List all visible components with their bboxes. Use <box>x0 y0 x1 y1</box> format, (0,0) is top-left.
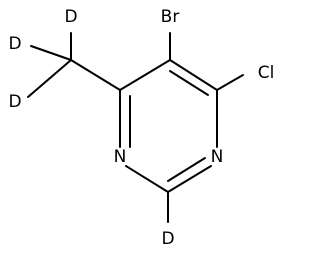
chlorine-label: Cl <box>258 63 275 83</box>
deuterium-methyl-middle-label: D <box>8 34 21 54</box>
bond-n-right-c2 <box>167 165 212 193</box>
chemical-structure: Br Cl N N D D D D <box>8 7 274 249</box>
bond-c6-cl <box>216 74 244 91</box>
bond-c5-c6 <box>169 59 218 91</box>
nitrogen-left-label: N <box>114 147 127 167</box>
bond-methyl-d-middle <box>30 45 72 61</box>
bond-c4-methyl <box>70 59 121 91</box>
deuterium-ring-label: D <box>161 229 174 249</box>
atom-labels: Br Cl N N D D D D <box>8 7 274 249</box>
bonds <box>27 32 244 223</box>
bond-methyl-d-bottom <box>27 59 72 98</box>
bromine-label: Br <box>161 7 180 27</box>
bond-c2-n-left <box>125 165 169 193</box>
bond-n-right-c2-inner <box>167 157 206 182</box>
nitrogen-right-label: N <box>211 147 224 167</box>
deuterium-methyl-bottom-label: D <box>8 92 21 112</box>
deuterium-methyl-top-label: D <box>64 7 77 27</box>
bond-c4-c5 <box>119 59 171 91</box>
bond-c5-c6-inner <box>169 70 209 96</box>
